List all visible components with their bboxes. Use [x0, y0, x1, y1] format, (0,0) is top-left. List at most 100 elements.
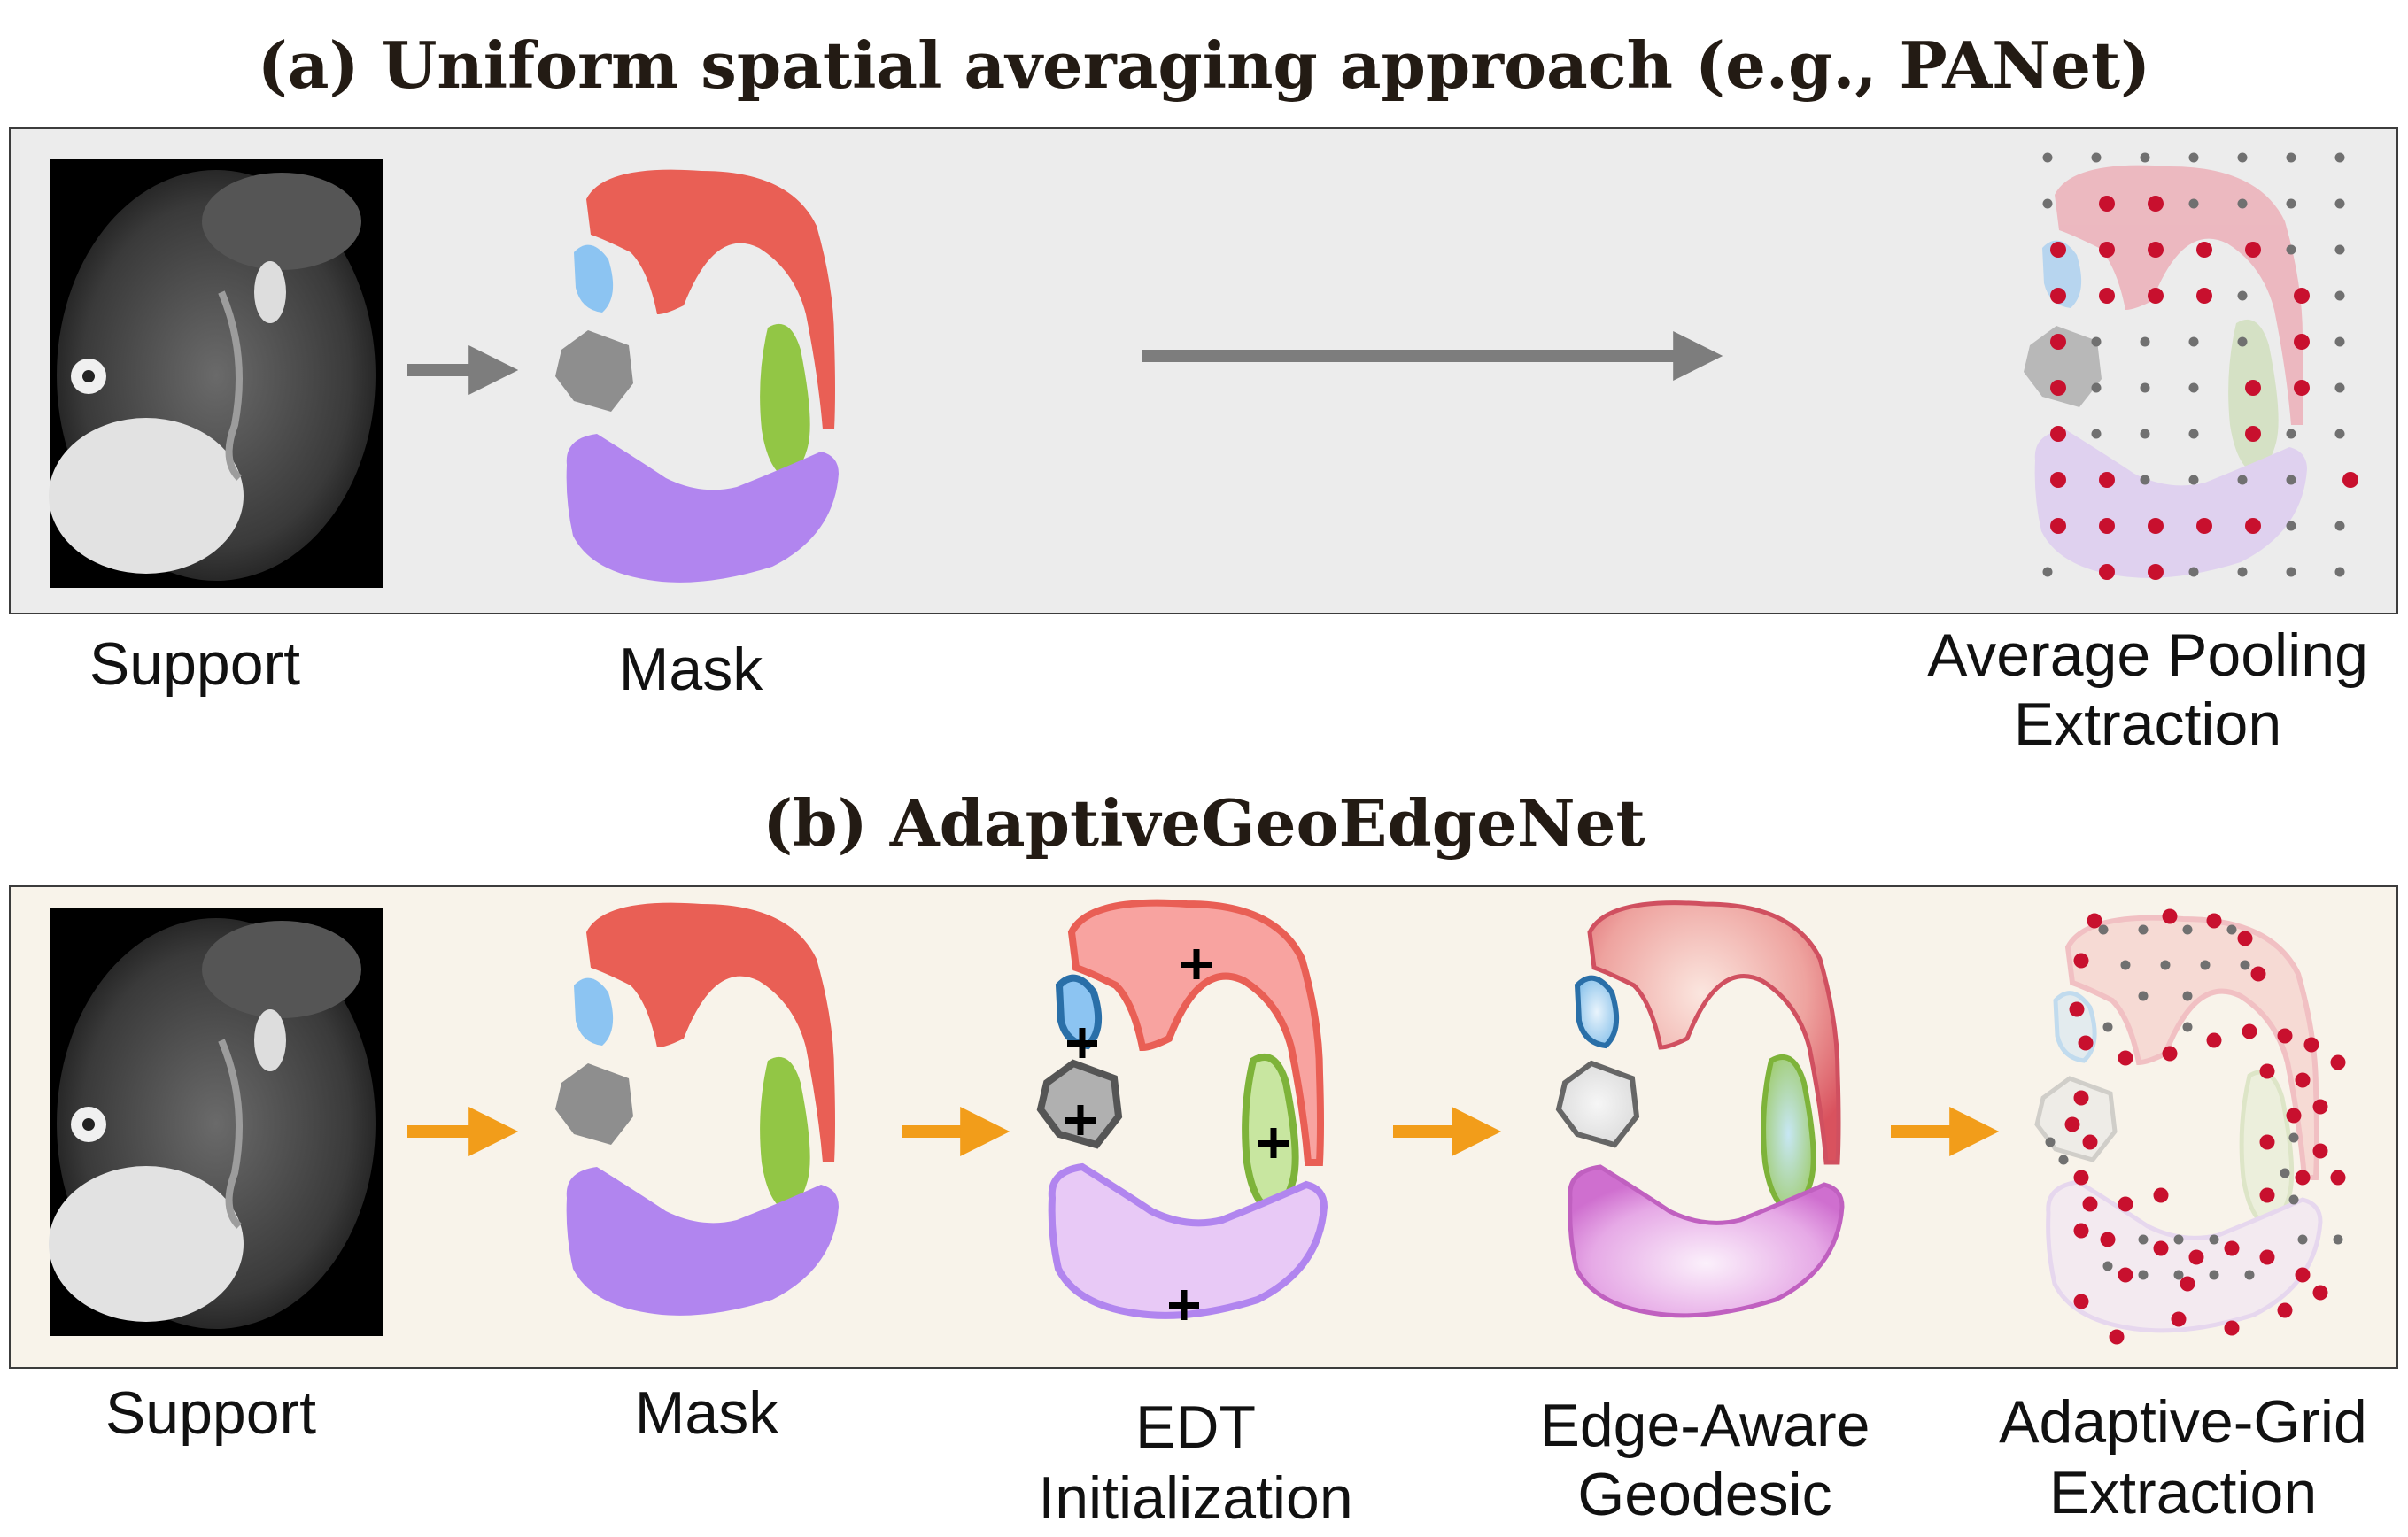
grid-point-red — [2050, 472, 2066, 488]
adaptive-grid-organs — [2034, 915, 2323, 1333]
panel-b-title: (b) AdaptiveGeoEdgeNet — [763, 785, 1645, 861]
grid-point-red — [2073, 1223, 2089, 1239]
grid-point-gray — [2188, 567, 2199, 577]
label-mask-b: Mask — [634, 1379, 779, 1447]
grid-point-red — [2245, 380, 2261, 396]
grid-point-red — [2286, 1108, 2302, 1124]
grid-point-gray — [2042, 152, 2053, 163]
grid-point-red — [2050, 426, 2066, 442]
grid-point-red — [2196, 288, 2212, 304]
grid-point-red — [2082, 1196, 2098, 1212]
grid-point-red — [2118, 1050, 2133, 1066]
grid-point-red — [2148, 242, 2164, 258]
grid-point-gray — [2286, 521, 2296, 531]
grid-point-gray — [2188, 429, 2199, 439]
grid-point-red — [2148, 518, 2164, 534]
grid-point-red — [2242, 1023, 2257, 1039]
grid-point-red — [2171, 1311, 2187, 1327]
edt-centers — [1065, 949, 1289, 1320]
panel-a-title: (a) Uniform spatial averaging approach (… — [257, 27, 2151, 103]
grid-point-red — [2224, 1320, 2240, 1336]
grid-point-gray — [2286, 198, 2296, 209]
grid-point-red — [2295, 1267, 2311, 1283]
grid-point-gray — [2045, 1137, 2056, 1147]
grid-point-gray — [2286, 152, 2296, 163]
grid-point-red — [2073, 1294, 2089, 1309]
grid-point-red — [2162, 908, 2178, 924]
grid-point-gray — [2240, 960, 2250, 970]
grid-point-red — [2295, 1072, 2311, 1088]
grid-point-gray — [2200, 960, 2211, 970]
label-support-b: Support — [105, 1379, 317, 1447]
panel-a-box — [9, 127, 2398, 614]
grid-point-gray — [2140, 429, 2150, 439]
grid-point-red — [2073, 953, 2089, 969]
grid-point-gray — [2140, 152, 2150, 163]
mask-b — [555, 902, 839, 1316]
grid-point-gray — [2182, 924, 2193, 935]
grid-point-gray — [2188, 152, 2199, 163]
grid-point-gray — [2188, 382, 2199, 393]
grid-point-gray — [2138, 991, 2149, 1001]
edge-aware-geodesic-organs — [1555, 900, 1845, 1318]
grid-point-gray — [2334, 521, 2345, 531]
grid-point-red — [2245, 518, 2261, 534]
grid-point-red — [2050, 518, 2066, 534]
grid-point-red — [2100, 1232, 2116, 1247]
grid-point-red — [2118, 1196, 2133, 1212]
grid-point-red — [2109, 1329, 2125, 1345]
grid-point-red — [2295, 1170, 2311, 1186]
grid-point-gray — [2182, 1022, 2193, 1032]
grid-point-red — [2162, 1046, 2178, 1062]
grid-point-gray — [2288, 1194, 2299, 1205]
grid-point-gray — [2237, 567, 2248, 577]
label-grid-line1: Adaptive-Grid — [1999, 1388, 2367, 1456]
grid-point-gray — [2334, 429, 2345, 439]
grid-point-gray — [2237, 290, 2248, 301]
grid-point-red — [2118, 1267, 2133, 1283]
label-avg-line1: Average Pooling — [1927, 622, 2368, 689]
grid-point-red — [2259, 1063, 2275, 1079]
grid-point-red — [2206, 1032, 2222, 1048]
adaptive-grid-points — [2045, 908, 2346, 1345]
grid-point-gray — [2334, 382, 2345, 393]
grid-point-gray — [2237, 475, 2248, 485]
grid-point-red — [2312, 1143, 2328, 1159]
grid-point-red — [2196, 242, 2212, 258]
grid-point-red — [2196, 518, 2212, 534]
grid-point-gray — [2288, 1132, 2299, 1143]
grid-point-red — [2099, 242, 2115, 258]
grid-point-red — [2259, 1187, 2275, 1203]
grid-point-gray — [2286, 567, 2296, 577]
grid-point-gray — [2091, 382, 2102, 393]
grid-point-gray — [2188, 475, 2199, 485]
grid-point-gray — [2042, 567, 2053, 577]
grid-point-gray — [2138, 1234, 2149, 1245]
grid-point-gray — [2333, 1234, 2343, 1245]
grid-point-gray — [2102, 1261, 2113, 1271]
label-edge-line1: Edge-Aware — [1539, 1392, 1870, 1459]
grid-point-red — [2050, 242, 2066, 258]
grid-point-gray — [2334, 244, 2345, 255]
grid-point-gray — [2042, 198, 2053, 209]
grid-point-red — [2294, 334, 2310, 350]
grid-point-red — [2277, 1028, 2293, 1044]
grid-point-red — [2050, 380, 2066, 396]
grid-point-red — [2224, 1240, 2240, 1256]
grid-point-gray — [2244, 1270, 2255, 1280]
grid-point-red — [2087, 913, 2102, 929]
grid-point-gray — [2098, 924, 2109, 935]
grid-point-gray — [2334, 336, 2345, 347]
grid-point-gray — [2091, 152, 2102, 163]
label-support-a: Support — [89, 630, 301, 698]
label-edt-line1: EDT — [1135, 1394, 1256, 1461]
grid-point-red — [2330, 1054, 2346, 1070]
grid-point-gray — [2188, 198, 2199, 209]
grid-point-red — [2259, 1249, 2275, 1265]
mask-a — [555, 169, 839, 583]
grid-point-red — [2312, 1099, 2328, 1115]
grid-point-red — [2064, 1116, 2080, 1132]
grid-point-gray — [2286, 244, 2296, 255]
grid-point-red — [2099, 196, 2115, 212]
